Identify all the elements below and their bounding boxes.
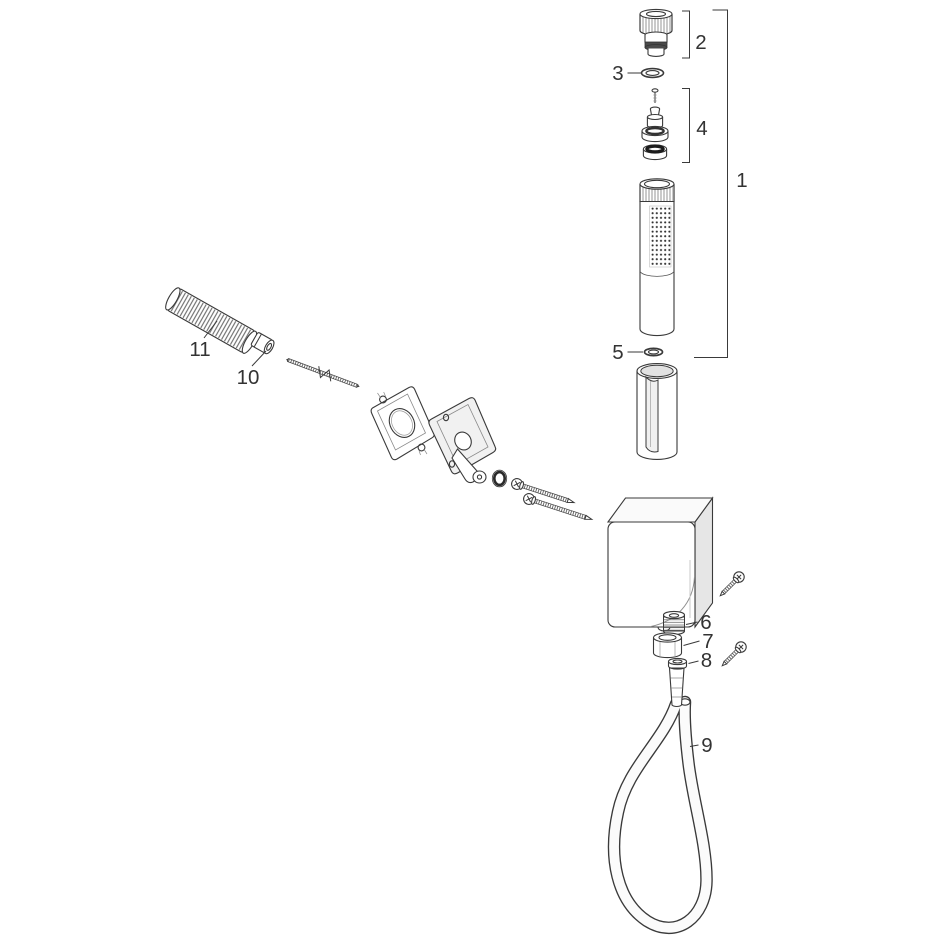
leader-line-10 bbox=[251, 350, 267, 367]
leader-line-6 bbox=[685, 621, 698, 625]
part-seal-ring bbox=[640, 67, 665, 79]
part-holder-escutcheon bbox=[606, 496, 714, 632]
bracket-part-2 bbox=[682, 10, 690, 59]
part-threaded-rod bbox=[286, 358, 360, 388]
label-part-9: 9 bbox=[701, 734, 712, 757]
label-part-10: 10 bbox=[237, 366, 260, 389]
bracket-part-1 bbox=[694, 9, 728, 358]
leader-line-11 bbox=[203, 320, 218, 339]
part-union-nut bbox=[652, 632, 683, 659]
label-part-2: 2 bbox=[695, 31, 706, 54]
label-part-3: 3 bbox=[612, 62, 623, 85]
bracket-part-4 bbox=[682, 88, 690, 163]
part-mounting-screw-2 bbox=[523, 493, 594, 520]
part-oring-small bbox=[491, 469, 508, 488]
leader-line-9 bbox=[689, 744, 699, 747]
part-oring-5 bbox=[643, 347, 664, 357]
part-check-valve-stack bbox=[641, 88, 669, 161]
part-mounting-screw-1 bbox=[511, 478, 576, 504]
label-part-8: 8 bbox=[701, 649, 712, 672]
part-handshower-body bbox=[639, 178, 675, 337]
label-part-1: 1 bbox=[736, 169, 747, 192]
leader-line-7 bbox=[683, 640, 700, 646]
part-screw-right-2 bbox=[721, 641, 747, 667]
part-shower-hose bbox=[607, 667, 713, 935]
label-part-4: 4 bbox=[696, 117, 707, 140]
label-part-7: 7 bbox=[702, 630, 713, 653]
part-adapter-bushing bbox=[250, 332, 275, 355]
part-gasket-plate bbox=[370, 386, 435, 461]
part-handle-sleeve bbox=[636, 363, 678, 460]
label-part-6: 6 bbox=[700, 611, 711, 634]
part-corrugated-extension bbox=[165, 287, 258, 354]
part-spray-insert bbox=[639, 8, 673, 57]
part-washer bbox=[667, 657, 688, 670]
leader-line-8 bbox=[688, 660, 699, 664]
hose-strain-relief bbox=[668, 667, 685, 708]
label-part-5: 5 bbox=[612, 341, 623, 364]
part-wall-bracket bbox=[428, 397, 497, 484]
part-screw-right-1 bbox=[719, 571, 745, 597]
label-part-11: 11 bbox=[189, 338, 210, 361]
part-hose-nipple bbox=[662, 610, 686, 636]
